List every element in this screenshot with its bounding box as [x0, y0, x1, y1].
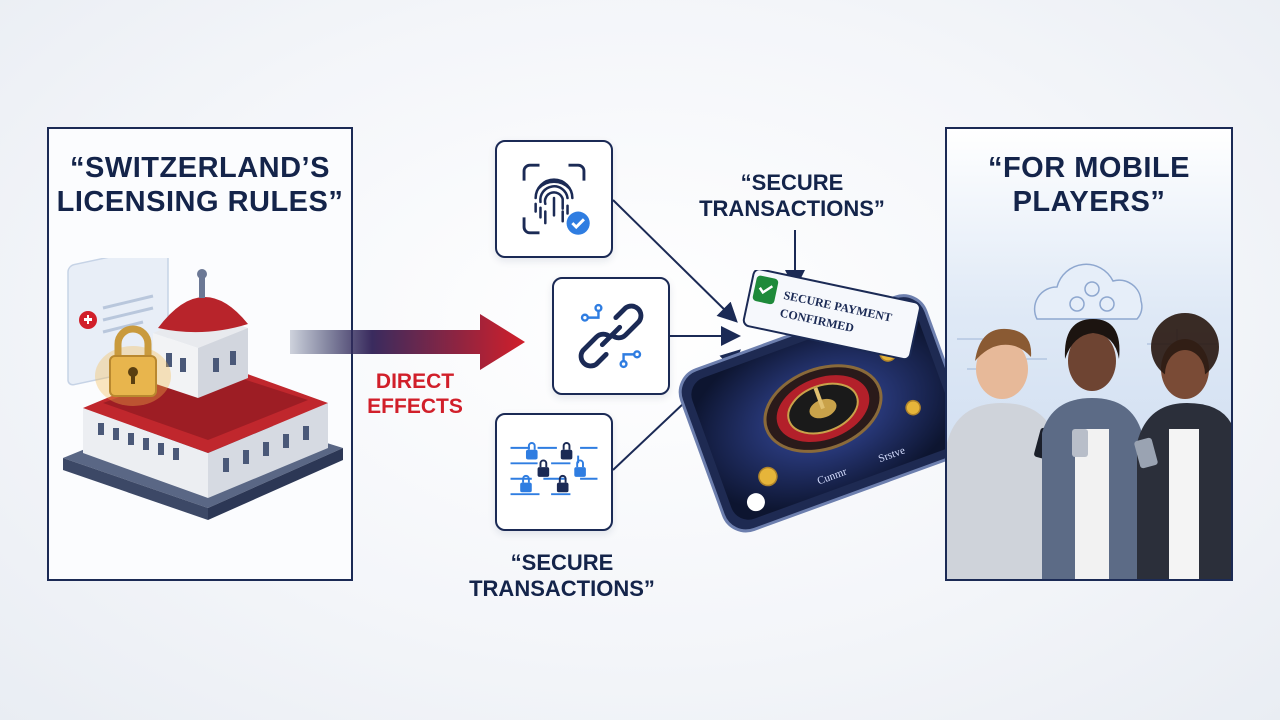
- small-lock-icons: [520, 442, 586, 493]
- fingerprint-verification-box: [495, 140, 613, 258]
- payment-banner: SECURE PAYMENT CONFIRMED: [742, 268, 921, 361]
- document-card-icon: [67, 258, 169, 386]
- chain-link-icon: [578, 303, 644, 369]
- secure-transactions-label-bottom: “SECURE TRANSACTIONS”: [469, 550, 655, 601]
- lock-circuit-icon: [510, 442, 598, 496]
- licensing-rules-title: “SWITZERLAND’S LICENSING RULES”: [56, 152, 344, 218]
- cloud-network-icon: [1033, 263, 1143, 320]
- smartphone-illustration: Cunmr Srstve SECURE PAYMENT CONFIRMED: [655, 268, 985, 560]
- person-right: [1134, 313, 1231, 579]
- shield-check-icon: [758, 285, 774, 295]
- secure-transactions-label-top: “SECURE TRANSACTIONS”: [699, 170, 885, 221]
- direct-effects-arrow: [290, 314, 525, 370]
- mobile-players-illustration: [947, 129, 1231, 579]
- direct-effects-label: DIRECT EFFECTS: [367, 370, 463, 418]
- mobile-players-panel: “FOR MOBILE PLAYERS”: [945, 127, 1233, 581]
- mobile-players-title: “FOR MOBILE PLAYERS”: [987, 152, 1191, 218]
- person-middle: [1042, 319, 1142, 579]
- blockchain-link-box: [552, 277, 670, 395]
- swiss-building-illustration: [63, 258, 343, 520]
- encryption-locks-box: [495, 413, 613, 531]
- fingerprint-check-icon: [522, 163, 590, 235]
- padlock-icon: [95, 325, 171, 406]
- phone-home-button-icon: [746, 493, 765, 512]
- roulette-wheel-icon: [763, 364, 883, 453]
